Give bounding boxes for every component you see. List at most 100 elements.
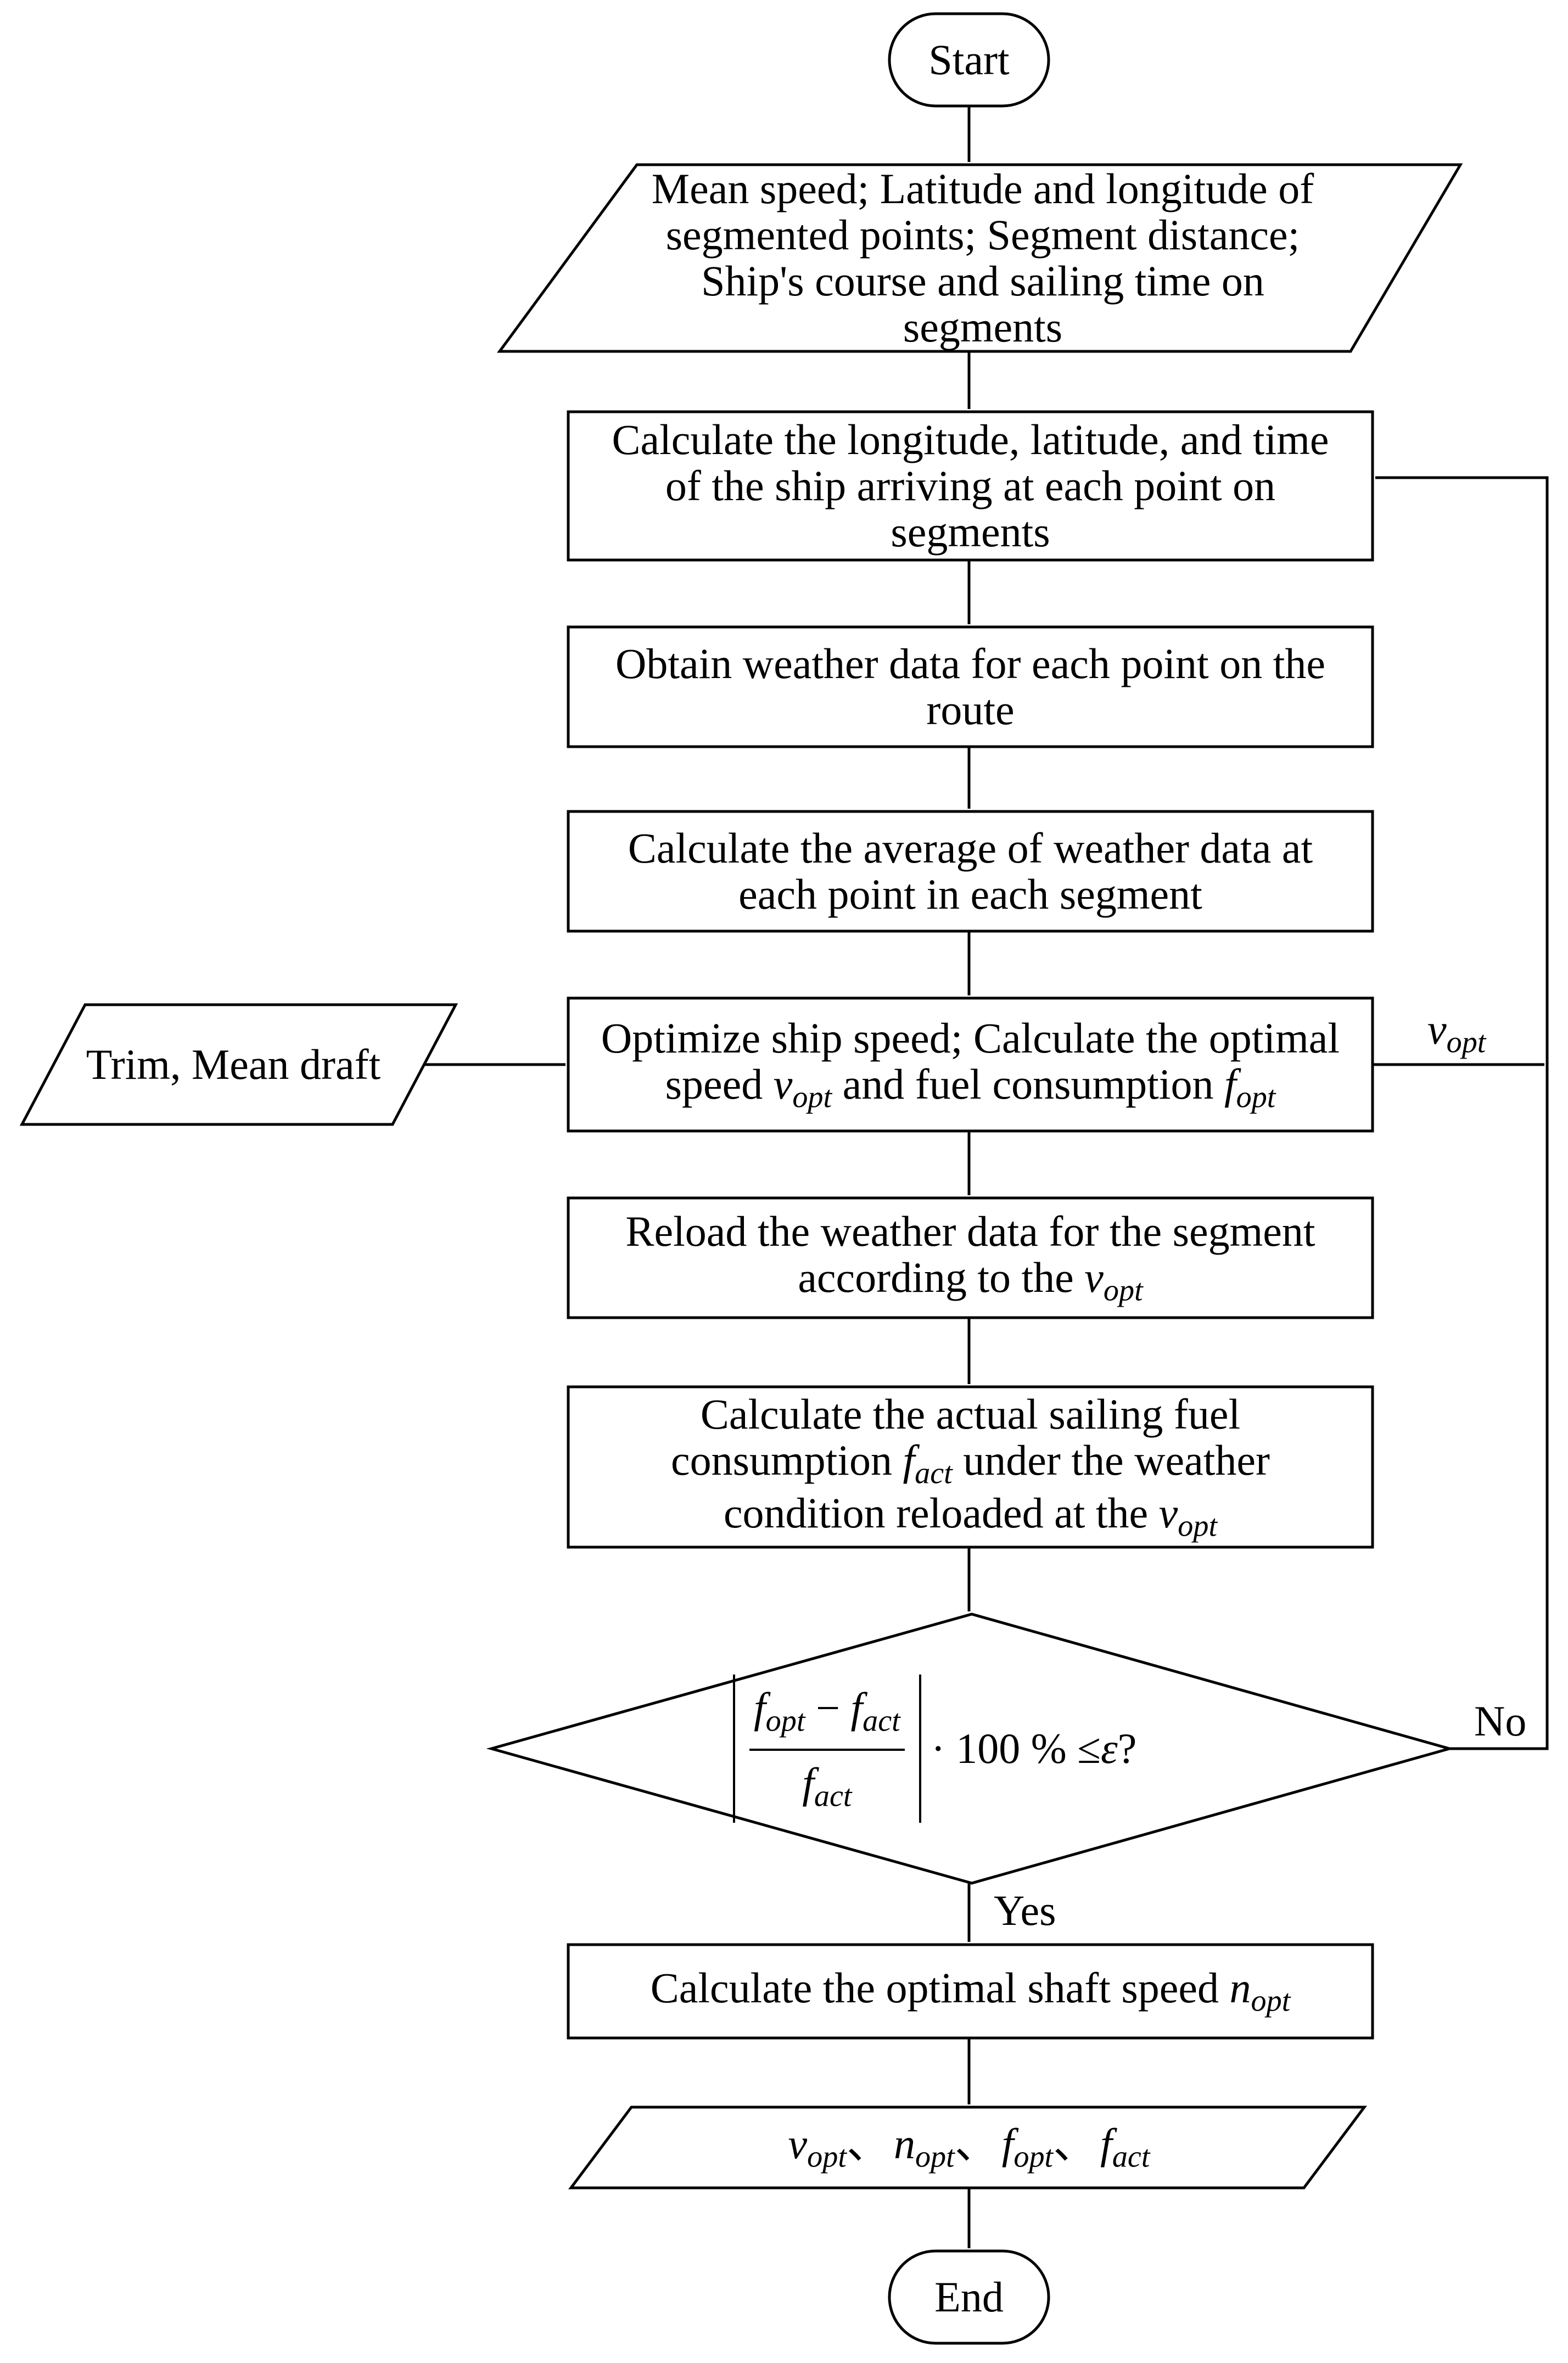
reload-v-symbol: vopt — [1084, 1253, 1143, 1307]
trim-parallelogram — [19, 1003, 458, 1126]
output-text: vopt、 nopt、 fopt、 fact — [604, 2107, 1334, 2188]
formula-rest: · 100 % ≤ — [931, 1724, 1101, 1772]
edge-label-v: v — [1427, 1005, 1447, 1053]
output-f-opt-sub: opt — [1013, 2140, 1054, 2175]
start-text: Start — [928, 35, 1010, 83]
input-data-parallelogram — [497, 163, 1463, 353]
formula-numerator: fopt − fact — [749, 1683, 905, 1751]
output-sep-1: 、 — [846, 2120, 889, 2168]
formula-f-opt: fopt — [754, 1684, 805, 1738]
shaft-text-a: Calculate the optimal shaft speed — [650, 1963, 1230, 2012]
output-f-act-sub: act — [1112, 2140, 1150, 2175]
weather-text: Obtain weather data for each point on th… — [568, 627, 1373, 747]
edge-label-no: No — [1474, 1696, 1526, 1746]
edge-label-yes: Yes — [994, 1886, 1056, 1935]
formula-f1: f — [754, 1684, 766, 1732]
average-line-2: each point in each segment — [738, 870, 1202, 918]
end-text: End — [934, 2272, 1004, 2321]
reload-line-2-a: according to the — [798, 1253, 1085, 1301]
actual-line-1: Calculate the actual sailing fuel — [700, 1390, 1241, 1438]
actual-v-symbol: vopt — [1158, 1489, 1217, 1543]
optimize-f: f — [1224, 1060, 1236, 1108]
output-f-act: f — [1100, 2120, 1112, 2168]
optimize-v: v — [773, 1060, 793, 1108]
input-data-text: Mean speed; Latitude and longitude of se… — [593, 165, 1373, 351]
trim-label: Trim, Mean draft — [86, 1040, 381, 1088]
output-item-v-opt: vopt、 — [788, 2121, 889, 2174]
end-terminator — [888, 2249, 1050, 2345]
optimize-f-sub: opt — [1236, 1080, 1276, 1115]
actual-line-3: condition reloaded at the vopt — [724, 1490, 1217, 1543]
calc-points-line-3: segments — [891, 508, 1050, 556]
input-line-3: Ship's course and sailing time on — [701, 257, 1264, 305]
reload-text: Reload the weather data for the segment … — [568, 1198, 1373, 1318]
formula-f-act: fact — [850, 1684, 900, 1738]
formula-absolute-value: fopt − fact fact — [733, 1675, 921, 1823]
output-sep-3: 、 — [1053, 2120, 1096, 2168]
formula-epsilon: ε — [1100, 1724, 1118, 1772]
edge-label-vopt: vopt — [1427, 1005, 1486, 1060]
shaft-line: Calculate the optimal shaft speed nopt — [650, 1963, 1291, 2018]
actual-line-2-a: consumption — [670, 1436, 903, 1484]
actual-f-symbol: fact — [903, 1436, 952, 1490]
formula-den-f: f — [802, 1759, 814, 1807]
optimize-line-2-b: and fuel consumption — [832, 1060, 1224, 1108]
shaft-text: Calculate the optimal shaft speed nopt — [568, 1945, 1373, 2038]
optimize-text: Optimize ship speed; Calculate the optim… — [568, 998, 1373, 1131]
shaft-n-symbol: nopt — [1229, 1963, 1291, 2018]
weather-line-2: route — [926, 686, 1015, 733]
formula-den-f-sub: act — [814, 1779, 852, 1813]
output-sep-2: 、 — [954, 2120, 998, 2168]
output-parallelogram — [568, 2106, 1367, 2190]
output-f-opt: f — [1001, 2120, 1014, 2168]
output-item-f-act: fact — [1100, 2121, 1150, 2174]
output-v-sub: opt — [807, 2140, 847, 2175]
actual-f: f — [903, 1436, 915, 1484]
optimize-line-1: Optimize ship speed; Calculate the optim… — [601, 1013, 1340, 1062]
optimize-line-2-a: speed — [665, 1060, 774, 1108]
reload-v: v — [1084, 1253, 1104, 1301]
average-text: Calculate the average of weather data at… — [568, 811, 1373, 931]
input-line-1: Mean speed; Latitude and longitude of — [651, 164, 1314, 212]
optimize-line-2: speed vopt and fuel consumption fopt — [665, 1061, 1276, 1114]
actual-line-3-a: condition reloaded at the — [723, 1489, 1159, 1537]
reload-line-2: according to the vopt — [798, 1253, 1143, 1307]
actual-text: Calculate the actual sailing fuel consum… — [568, 1387, 1373, 1547]
actual-v-sub: opt — [1178, 1509, 1218, 1543]
trim-text: Trim, Mean draft — [33, 1005, 434, 1124]
actual-f-sub: act — [915, 1456, 953, 1491]
formula-f2: f — [850, 1684, 863, 1732]
edge-label-no-text: No — [1474, 1697, 1527, 1745]
formula-f1-sub: opt — [765, 1704, 805, 1738]
average-line-1: Calculate the average of weather data at — [628, 824, 1313, 872]
formula-question: ? — [1117, 1724, 1137, 1772]
formula-den-f-act: fact — [802, 1759, 852, 1813]
output-n: n — [893, 2120, 915, 2168]
weather-line-1: Obtain weather data for each point on th… — [615, 639, 1325, 687]
calc-points-line-2: of the ship arriving at each point on — [665, 461, 1276, 509]
edge-decision-no-loop — [1375, 476, 1549, 1750]
formula-denominator: fact — [802, 1751, 852, 1814]
output-item-f-opt: fopt、 — [1002, 2121, 1096, 2174]
optimize-v-sub: opt — [792, 1080, 832, 1115]
shaft-n: n — [1229, 1963, 1251, 2012]
input-line-2: segmented points; Segment distance; — [665, 210, 1300, 259]
optimize-f-symbol: fopt — [1224, 1060, 1275, 1114]
optimize-v-symbol: vopt — [773, 1060, 832, 1114]
start-label: Start — [889, 14, 1049, 106]
formula-minus: − — [805, 1684, 851, 1732]
actual-v: v — [1158, 1489, 1178, 1537]
formula-fraction: fopt − fact fact — [749, 1683, 905, 1813]
end-label: End — [889, 2251, 1049, 2343]
actual-line-2: consumption fact under the weather — [671, 1437, 1270, 1490]
reload-line-1: Reload the weather data for the segment — [625, 1207, 1315, 1255]
actual-line-2-b: under the weather — [952, 1436, 1270, 1484]
decision-formula: fopt − fact fact · 100 % ≤ ε ? — [733, 1675, 1136, 1823]
output-v: v — [788, 2120, 808, 2168]
edge-label-v-sub: opt — [1446, 1025, 1486, 1060]
reload-v-sub: opt — [1103, 1273, 1143, 1308]
calc-points-text: Calculate the longitude, latitude, and t… — [568, 412, 1373, 560]
decision-diamond — [486, 1612, 1455, 1885]
edge-label-yes-text: Yes — [994, 1886, 1056, 1934]
input-line-4: segments — [903, 303, 1063, 351]
